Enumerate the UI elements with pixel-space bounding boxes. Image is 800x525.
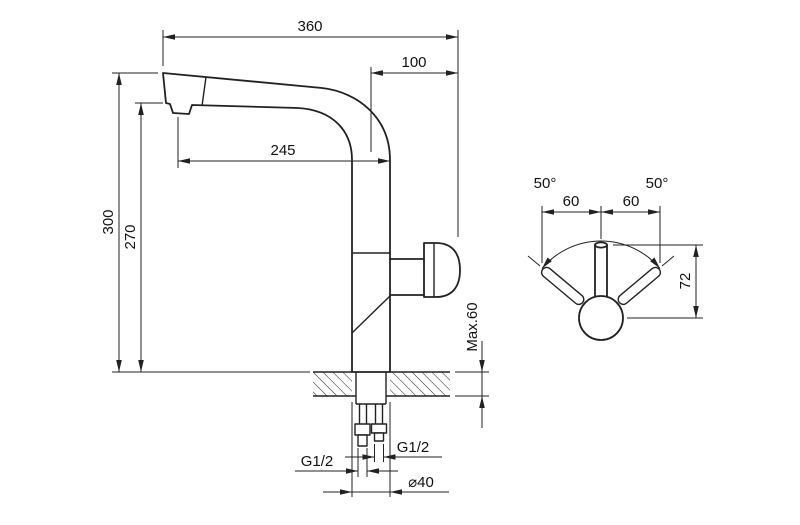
dim-swing-angle-right-label: 50° xyxy=(646,175,669,192)
under-counter-connections xyxy=(354,372,388,447)
fitting-left-body xyxy=(354,423,371,436)
countertop-section xyxy=(313,371,450,397)
dim-max-counter-thickness: Max.60 xyxy=(455,302,489,428)
dim-max-counter-label: Max.60 xyxy=(464,302,481,351)
side-view-dimensions: 360 100 245 300 270 xyxy=(100,18,489,497)
counter-hatch-right xyxy=(390,372,450,396)
fitting-right-body xyxy=(370,423,388,434)
dim-swing-angle-left-label: 50° xyxy=(534,175,557,192)
fitting-left-nipple xyxy=(357,434,368,447)
threaded-shank xyxy=(355,372,387,405)
dim-spout-reach: 245 xyxy=(177,117,390,168)
dim-handle-height-label: 72 xyxy=(677,273,694,290)
dim-top-offset: 100 xyxy=(370,54,458,152)
handle-axis-extension-right xyxy=(661,255,675,267)
side-outlet-cap xyxy=(423,242,461,298)
dim-hole-diameter: ⌀40 xyxy=(323,402,449,497)
body-chamfer-line xyxy=(351,295,391,334)
spout-pipe-top xyxy=(594,241,608,249)
dim-handle-span-left-label: 60 xyxy=(563,193,580,210)
faucet-front-view: 60 60 50° 50° 72 xyxy=(527,175,703,341)
dim-thread-left-label: G1/2 xyxy=(301,453,334,470)
fitting-right-nipple xyxy=(373,432,385,442)
dim-thread-right: G1/2 xyxy=(345,439,442,462)
handle-right xyxy=(617,266,662,306)
dim-total-width-label: 360 xyxy=(297,18,322,35)
dim-handle-span-right-label: 60 xyxy=(623,193,640,210)
front-view-dimensions: 60 60 50° 50° 72 xyxy=(534,175,703,319)
hose-left xyxy=(358,404,368,424)
handle-left xyxy=(540,266,585,306)
spray-head-joint-line xyxy=(201,76,207,107)
dim-spout-height: 270 xyxy=(122,102,163,372)
dim-thread-right-label: G1/2 xyxy=(397,439,430,456)
dim-spout-height-label: 270 xyxy=(122,224,139,249)
dim-thread-left: G1/2 xyxy=(295,448,398,477)
dim-hole-diameter-label: ⌀40 xyxy=(408,474,434,491)
spout-pipe xyxy=(594,244,608,297)
hose-right xyxy=(374,404,384,424)
dim-total-width: 360 xyxy=(162,18,459,237)
dim-spout-reach-label: 245 xyxy=(270,142,295,159)
handle-axis-extension-left xyxy=(527,255,541,267)
faucet-side-view xyxy=(162,72,461,447)
dim-total-height-label: 300 xyxy=(100,209,117,234)
dim-top-offset-label: 100 xyxy=(401,54,426,71)
counter-hatch-left xyxy=(313,372,352,396)
dim-total-height: 300 xyxy=(100,72,310,373)
side-outlet-neck xyxy=(389,258,425,296)
swing-arc xyxy=(541,240,661,269)
faucet-body-circle xyxy=(578,295,624,341)
faucet-body-outline xyxy=(162,72,391,373)
